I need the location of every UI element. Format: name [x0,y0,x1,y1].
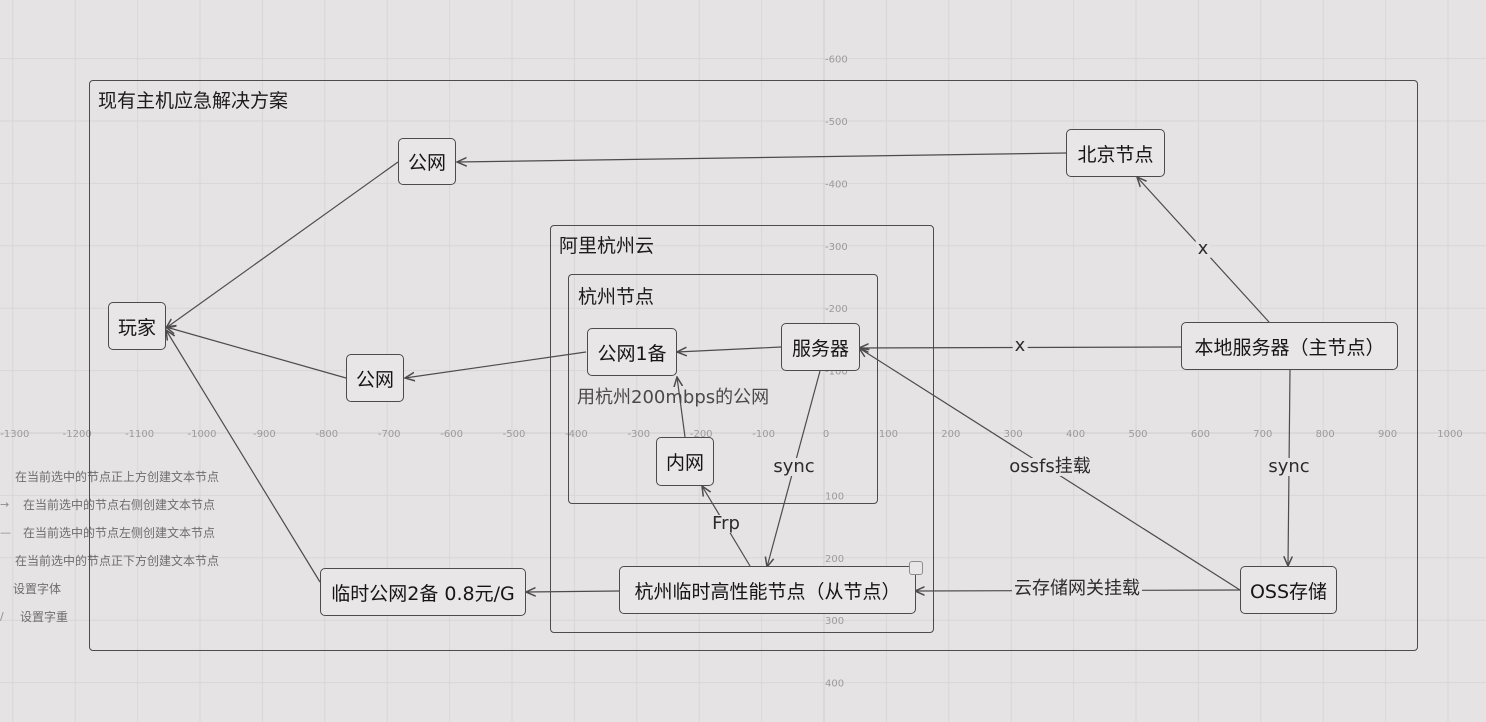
ruler-tick-y: -700 [825,0,848,3]
menu-shortcut: / [0,610,4,623]
ruler-tick-y: 200 [825,554,844,565]
ruler-tick-y: -300 [825,242,848,253]
ruler-tick-x: -1100 [125,429,154,440]
ruler-tick-y: -600 [825,55,848,66]
edge-label-sync-server[interactable]: sync [771,456,817,477]
menu-item-label: 设置字体 [13,582,62,596]
edge-label-gateway[interactable]: 云存储网关挂载 [1012,578,1142,599]
node-server[interactable]: 服务器 [781,323,860,371]
group-hangzhou-title: 杭州节点 [578,286,655,308]
group-main-title: 现有主机应急解决方案 [98,90,289,112]
ruler-tick-x: 1000 [1437,429,1462,440]
ruler-tick-x: -100 [752,429,775,440]
ruler-tick-y: -100 [825,367,848,378]
edge-label-x-server[interactable]: x [1012,335,1028,356]
edge-label-sync-oss[interactable]: sync [1266,456,1312,477]
ruler-tick-y: 300 [825,616,844,627]
ruler-tick-x: -300 [627,429,650,440]
ruler-tick-x: -800 [315,429,338,440]
ruler-tick-x: 0 [823,429,829,440]
node-public1[interactable]: 公网 [398,138,456,185]
edge-label-x-beijing[interactable]: x [1195,238,1211,259]
node-intranet[interactable]: 内网 [656,437,714,486]
edge-label-ossfs[interactable]: ossfs挂载 [1007,456,1093,477]
ruler-tick-x: -1200 [63,429,92,440]
ruler-tick-x: -400 [565,429,588,440]
ruler-tick-x: 800 [1316,429,1335,440]
ruler-tick-y: -500 [825,117,848,128]
menu-shortcut: → [0,498,10,511]
node-public1-backup[interactable]: 公网1备 [587,328,677,376]
ruler-tick-y: -400 [825,179,848,190]
node-beijing[interactable]: 北京节点 [1066,129,1165,177]
ruler-tick-x: -200 [690,429,713,440]
ruler-tick-y: 100 [825,491,844,502]
node-public2[interactable]: 公网 [346,354,404,402]
node-temp-public2[interactable]: 临时公网2备 0.8元/G [320,568,526,616]
ruler-tick-y: 400 [825,679,844,690]
group-aliyun-title: 阿里杭州云 [559,235,655,257]
menu-item-label: 设置字重 [20,610,69,624]
note-hangzhou-bandwidth[interactable]: 用杭州200mbps的公网 [577,387,770,408]
ruler-tick-x: -500 [503,429,526,440]
node-local-server[interactable]: 本地服务器（主节点） [1181,322,1398,370]
ruler-tick-x: 700 [1253,429,1272,440]
node-player[interactable]: 玩家 [108,302,166,350]
node-hz-temp[interactable]: 杭州临时高性能节点（从节点） [619,566,916,614]
ruler-tick-y: -200 [825,304,848,315]
ruler-tick-x: -1300 [0,429,29,440]
group-main[interactable] [89,80,1418,651]
ruler-tick-x: 900 [1378,429,1397,440]
edge-label-frp[interactable]: Frp [710,513,742,534]
resize-handle[interactable] [909,561,923,575]
menu-shortcut: — [0,526,11,539]
node-oss[interactable]: OSS存储 [1240,566,1337,614]
ruler-tick-x: -700 [378,429,401,440]
ruler-tick-x: -600 [440,429,463,440]
